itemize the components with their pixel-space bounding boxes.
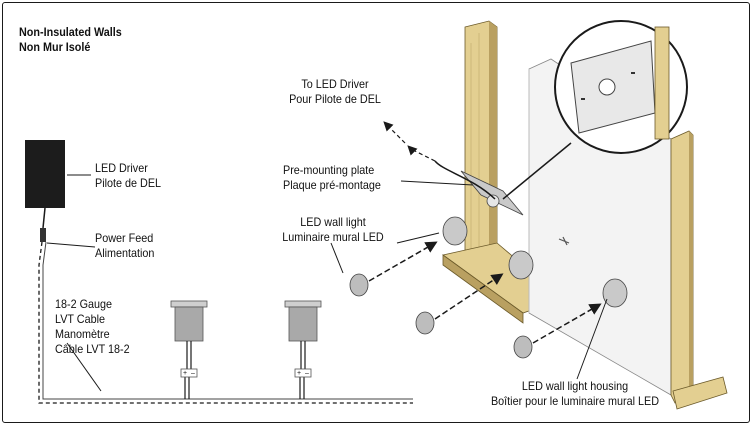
led-light-fixture-2 — [284, 300, 322, 378]
lvt-cable — [38, 241, 413, 404]
terminal-minus-2: – — [305, 370, 309, 377]
wire-to-driver — [383, 121, 496, 200]
terminal-minus-1: – — [191, 370, 195, 377]
wood-stud-left — [464, 20, 498, 276]
wall-light-assembly-3 — [513, 278, 628, 359]
led-driver-box — [25, 140, 65, 242]
pre-mounting-plate — [460, 170, 524, 216]
wall-light-assembly-2 — [415, 250, 534, 335]
label-lvt-cable: 18-2 Gauge LVT Cable Manomètre Câble LVT… — [55, 297, 130, 356]
label-power-feed: Power Feed Alimentation — [95, 231, 155, 260]
label-led-driver: LED Driver Pilote de DEL — [95, 161, 162, 190]
leader-lines — [46, 174, 608, 392]
diagram-title: Non-Insulated Walls Non Mur Isolé — [19, 25, 122, 54]
detail-magnifier — [502, 20, 688, 200]
installation-illustration: + – + – — [25, 20, 728, 410]
led-light-fixture-1 — [170, 300, 208, 378]
label-led-wall-light: LED wall light Luminaire mural LED — [282, 215, 384, 244]
terminal-plus-2: + — [297, 370, 301, 377]
wall-light-assembly-1 — [349, 216, 468, 297]
wood-stud-right — [670, 130, 728, 410]
diagram-frame: + – + – Non-Insulated Walls Non Mur Isol… — [2, 2, 750, 423]
label-pre-mounting-plate: Pre-mounting plate Plaque pré-montage — [283, 163, 381, 192]
label-to-led-driver: To LED Driver Pour Pilote de DEL — [289, 77, 381, 106]
terminal-plus-1: + — [183, 370, 187, 377]
label-led-wall-light-housing: LED wall light housing Boîtier pour le l… — [490, 379, 660, 408]
